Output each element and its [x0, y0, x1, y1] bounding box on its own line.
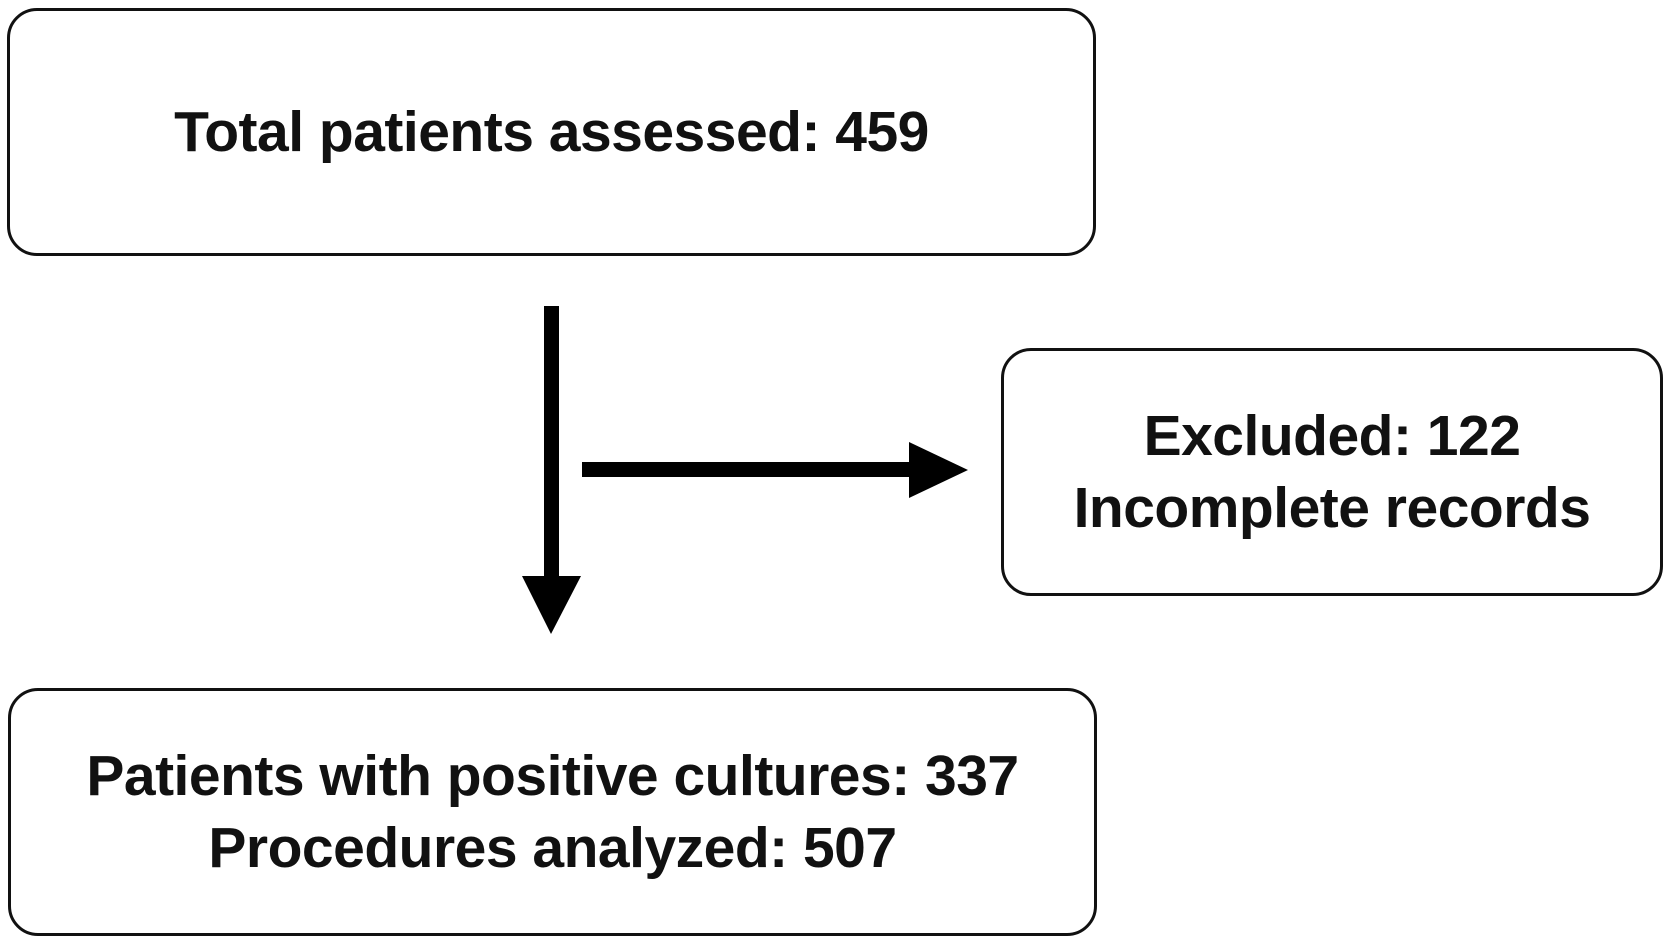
procedures-analyzed-text: Procedures analyzed: 507: [208, 816, 897, 880]
final-cohort-box: Patients with positive cultures: 337 Pro…: [8, 688, 1097, 936]
arrow-down-shaft: [544, 306, 559, 578]
arrow-right-head: [909, 442, 968, 498]
positive-cultures-text: Patients with positive cultures: 337: [86, 744, 1019, 808]
total-patients-text: Total patients assessed: 459: [174, 100, 929, 164]
arrow-to-excluded: [582, 442, 968, 498]
excluded-box: Excluded: 122 Incomplete records: [1001, 348, 1663, 596]
total-patients-box: Total patients assessed: 459: [7, 8, 1096, 256]
arrow-right-shaft: [582, 462, 912, 477]
arrow-total-to-final: [522, 306, 581, 634]
excluded-reason-text: Incomplete records: [1073, 476, 1591, 540]
arrow-down-head: [522, 576, 581, 634]
excluded-count-text: Excluded: 122: [1143, 404, 1521, 468]
